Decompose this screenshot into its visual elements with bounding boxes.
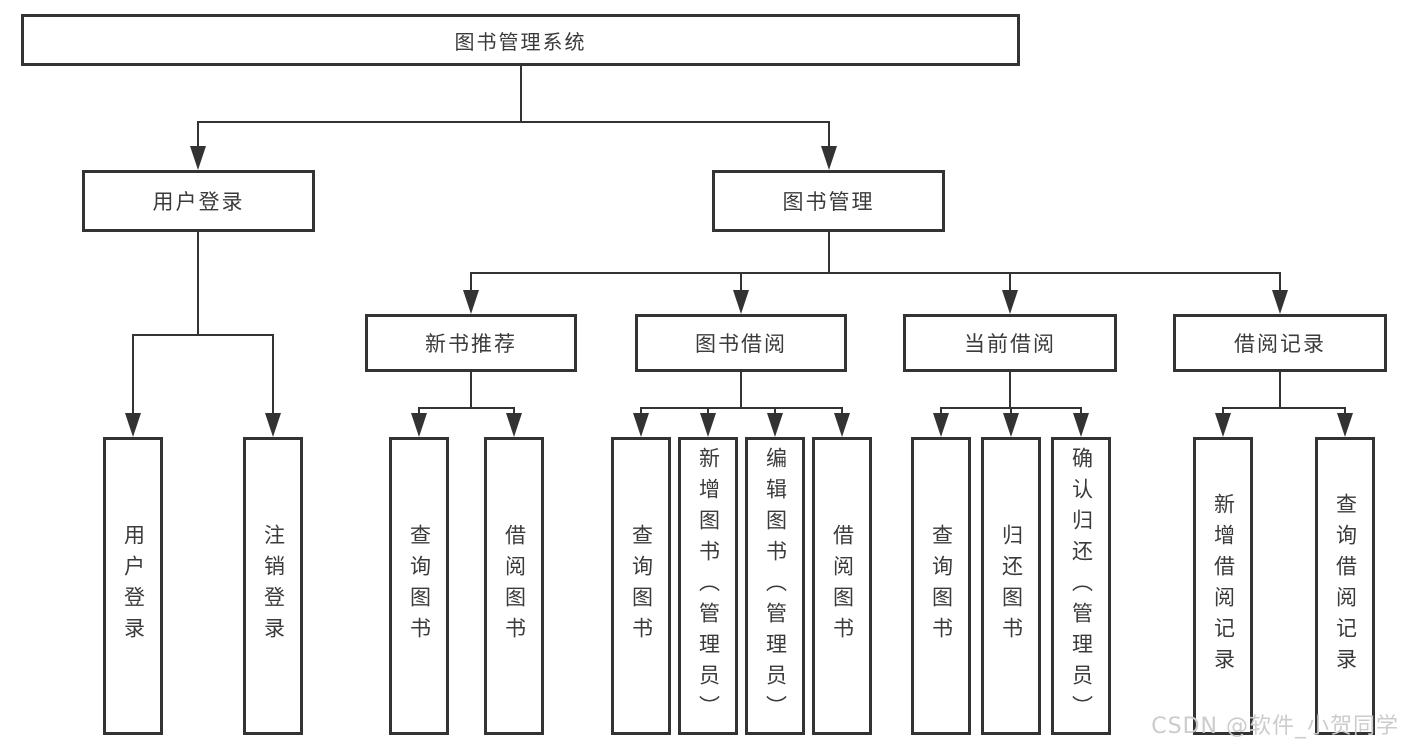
connector-arrow-down-icon — [633, 413, 649, 437]
node-label: 借阅记录 — [1234, 332, 1326, 356]
connector-arrow-down-icon — [933, 413, 949, 437]
node-leaf-return-book: 归还图书 — [981, 437, 1041, 735]
connector-line — [132, 334, 274, 336]
connector-line — [640, 407, 642, 416]
connector-arrow-down-icon — [190, 146, 206, 170]
node-leaf-query-current: 查询图书 — [911, 437, 971, 735]
connector-line — [740, 272, 742, 294]
node-leaf-add-book-admin: 新增图书（管理员） — [678, 437, 738, 735]
connector-line — [470, 272, 1281, 274]
node-leaf-query-borrow-record: 查询借阅记录 — [1315, 437, 1375, 735]
node-label: 归还图书 — [999, 524, 1024, 648]
node-root-system: 图书管理系统 — [21, 14, 1020, 66]
node-label: 新书推荐 — [425, 332, 517, 356]
connector-line — [1279, 272, 1281, 294]
node-user-login: 用户登录 — [82, 170, 315, 232]
node-current-borrow: 当前借阅 — [903, 314, 1117, 372]
node-label: 用户登录 — [121, 524, 146, 648]
node-new-book-recommend: 新书推荐 — [365, 314, 577, 372]
connector-line — [828, 121, 830, 151]
node-label: 借阅图书 — [830, 524, 855, 648]
connector-arrow-down-icon — [1337, 413, 1353, 437]
connector-arrow-down-icon — [411, 413, 427, 437]
connector-line — [418, 407, 515, 409]
connector-arrow-down-icon — [834, 413, 850, 437]
connector-line — [1222, 407, 1346, 409]
connector-line — [828, 232, 830, 274]
connector-arrow-down-icon — [1073, 413, 1089, 437]
node-book-borrow: 图书借阅 — [635, 314, 847, 372]
connector-line — [513, 407, 515, 416]
connector-line — [197, 121, 199, 151]
node-label: 图书管理系统 — [454, 29, 587, 54]
node-label: 确认归还（管理员） — [1069, 446, 1094, 726]
connector-line — [418, 407, 420, 416]
connector-arrow-down-icon — [733, 290, 749, 314]
node-label: 新增图书（管理员） — [696, 446, 721, 726]
connector-arrow-down-icon — [1272, 290, 1288, 314]
node-label: 用户登录 — [152, 190, 245, 214]
node-label: 图书管理 — [782, 190, 875, 214]
connector-arrow-down-icon — [125, 413, 141, 437]
node-borrow-records: 借阅记录 — [1173, 314, 1387, 372]
connector-line — [197, 121, 830, 123]
node-label: 当前借阅 — [964, 332, 1056, 356]
node-leaf-edit-book-admin: 编辑图书（管理员） — [745, 437, 805, 735]
connector-arrow-down-icon — [1002, 290, 1018, 314]
node-leaf-user-login: 用户登录 — [103, 437, 163, 735]
node-book-management: 图书管理 — [712, 170, 945, 232]
connector-line — [132, 334, 134, 415]
node-leaf-borrow-book-recommend: 借阅图书 — [484, 437, 544, 735]
connector-arrow-down-icon — [506, 413, 522, 437]
connector-line — [1010, 407, 1012, 416]
connector-arrow-down-icon — [700, 413, 716, 437]
node-leaf-query-book: 查询图书 — [611, 437, 671, 735]
connector-line — [272, 334, 274, 415]
connector-line — [940, 407, 942, 416]
connector-line — [1080, 407, 1082, 416]
node-label: 新增借阅记录 — [1211, 493, 1236, 679]
connector-arrow-down-icon — [265, 413, 281, 437]
connector-arrow-down-icon — [1003, 413, 1019, 437]
connector-arrow-down-icon — [463, 290, 479, 314]
connector-line — [197, 232, 199, 336]
node-label: 查询图书 — [629, 524, 654, 648]
connector-arrow-down-icon — [1215, 413, 1231, 437]
node-leaf-query-book-recommend: 查询图书 — [389, 437, 449, 735]
connector-line — [1009, 272, 1011, 294]
node-label: 查询图书 — [407, 524, 432, 648]
connector-line — [707, 407, 709, 416]
connector-line — [740, 372, 742, 409]
connector-line — [640, 407, 843, 409]
node-label: 查询图书 — [929, 524, 954, 648]
node-label: 图书借阅 — [695, 332, 787, 356]
connector-arrow-down-icon — [821, 146, 837, 170]
connector-line — [1279, 372, 1281, 409]
node-leaf-confirm-return-admin: 确认归还（管理员） — [1051, 437, 1111, 735]
csdn-watermark: CSDN @软件_小贺同学 — [1151, 714, 1399, 739]
node-leaf-add-borrow-record: 新增借阅记录 — [1193, 437, 1253, 735]
node-label: 借阅图书 — [502, 524, 527, 648]
connector-line — [841, 407, 843, 416]
connector-arrow-down-icon — [767, 413, 783, 437]
connector-line — [774, 407, 776, 416]
connector-line — [470, 372, 472, 409]
connector-line — [470, 272, 472, 294]
node-leaf-borrow-book: 借阅图书 — [812, 437, 872, 735]
node-label: 查询借阅记录 — [1333, 493, 1358, 679]
connector-line — [1344, 407, 1346, 416]
connector-line — [1222, 407, 1224, 416]
node-leaf-logout: 注销登录 — [243, 437, 303, 735]
node-label: 注销登录 — [261, 524, 286, 648]
connector-line — [1009, 372, 1011, 409]
connector-line — [520, 66, 522, 121]
node-label: 编辑图书（管理员） — [763, 446, 788, 726]
